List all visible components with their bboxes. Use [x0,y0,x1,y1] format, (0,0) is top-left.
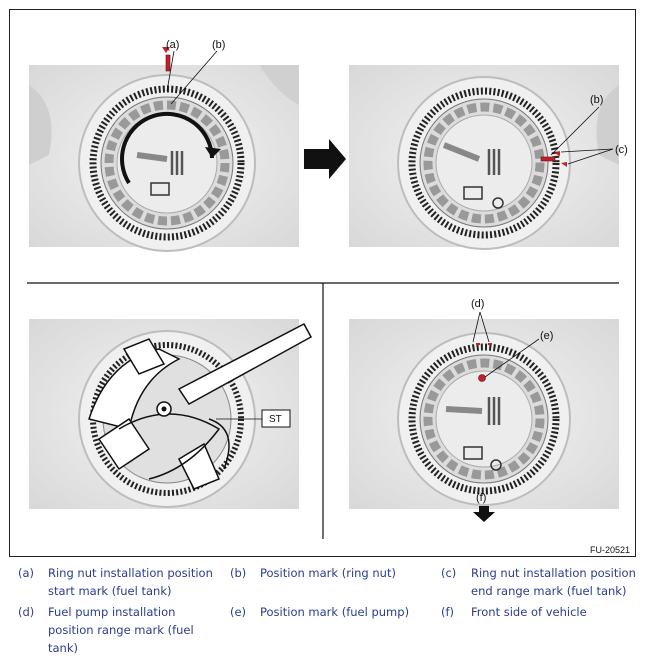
start-mark-a [162,47,170,53]
svg-text:(b): (b) [212,39,225,51]
legend-item-b: (b) Position mark (ring nut) [212,564,422,582]
svg-text:(c): (c) [615,144,628,156]
legend-text: Front side of vehicle [471,605,587,619]
tool-label-st: ST [216,409,291,428]
end-mark-c-2 [561,162,567,167]
legend-item-a: (a) Ring nut installation position start… [0,564,220,600]
figure-id: FU-20521 [590,545,630,555]
callout-d: (d) [471,298,490,343]
legend-text: Position mark (fuel pump) [260,605,410,619]
legend-text: Ring nut installation position start mar… [48,566,213,598]
end-mark-c-1 [554,151,560,156]
front-side-indicator-f: (f) [473,492,495,522]
procedure-diagram: (a) (b) (b) (c) [9,9,636,557]
callout-b-2: (b) [550,94,603,156]
svg-text:ST: ST [269,414,282,425]
panel-step-2 [349,65,619,250]
front-arrow-icon [473,506,495,522]
svg-text:(a): (a) [166,39,179,51]
svg-text:(d): (d) [471,298,484,310]
callout-c: (c) [560,144,628,165]
panel-step-3 [29,319,313,509]
callout-b-1: (b) [170,39,225,105]
legend-text: Ring nut installation position end range… [471,566,636,598]
next-step-arrow [304,139,346,179]
legend-item-d: (d) Fuel pump installation position rang… [0,603,210,657]
legend-item-c: (c) Ring nut installation position end r… [423,564,643,600]
legend-text: Position mark (ring nut) [260,566,396,580]
position-mark-b [165,54,171,72]
legend-key: (d) [18,605,35,619]
callout-e: (e) [484,330,553,378]
panel-step-4 [349,319,619,509]
callout-a: (a) [166,39,179,92]
legend-key: (a) [18,566,35,580]
legend-item-f: (f) Front side of vehicle [423,603,643,621]
legend: (a) Ring nut installation position start… [0,560,646,663]
special-tool-handle [177,322,313,405]
pump-position-mark-e [478,374,486,382]
legend-key: (e) [230,605,247,619]
panel-step-1 [29,47,299,252]
legend-item-e: (e) Position mark (fuel pump) [212,603,422,621]
svg-text:(b): (b) [590,94,603,106]
legend-key: (b) [230,566,247,580]
legend-key: (c) [441,566,457,580]
position-mark-b-rotated [540,156,556,162]
svg-text:(f): (f) [476,492,486,504]
legend-text: Fuel pump installation position range ma… [48,605,194,655]
svg-text:(e): (e) [540,330,553,342]
legend-key: (f) [441,605,455,619]
